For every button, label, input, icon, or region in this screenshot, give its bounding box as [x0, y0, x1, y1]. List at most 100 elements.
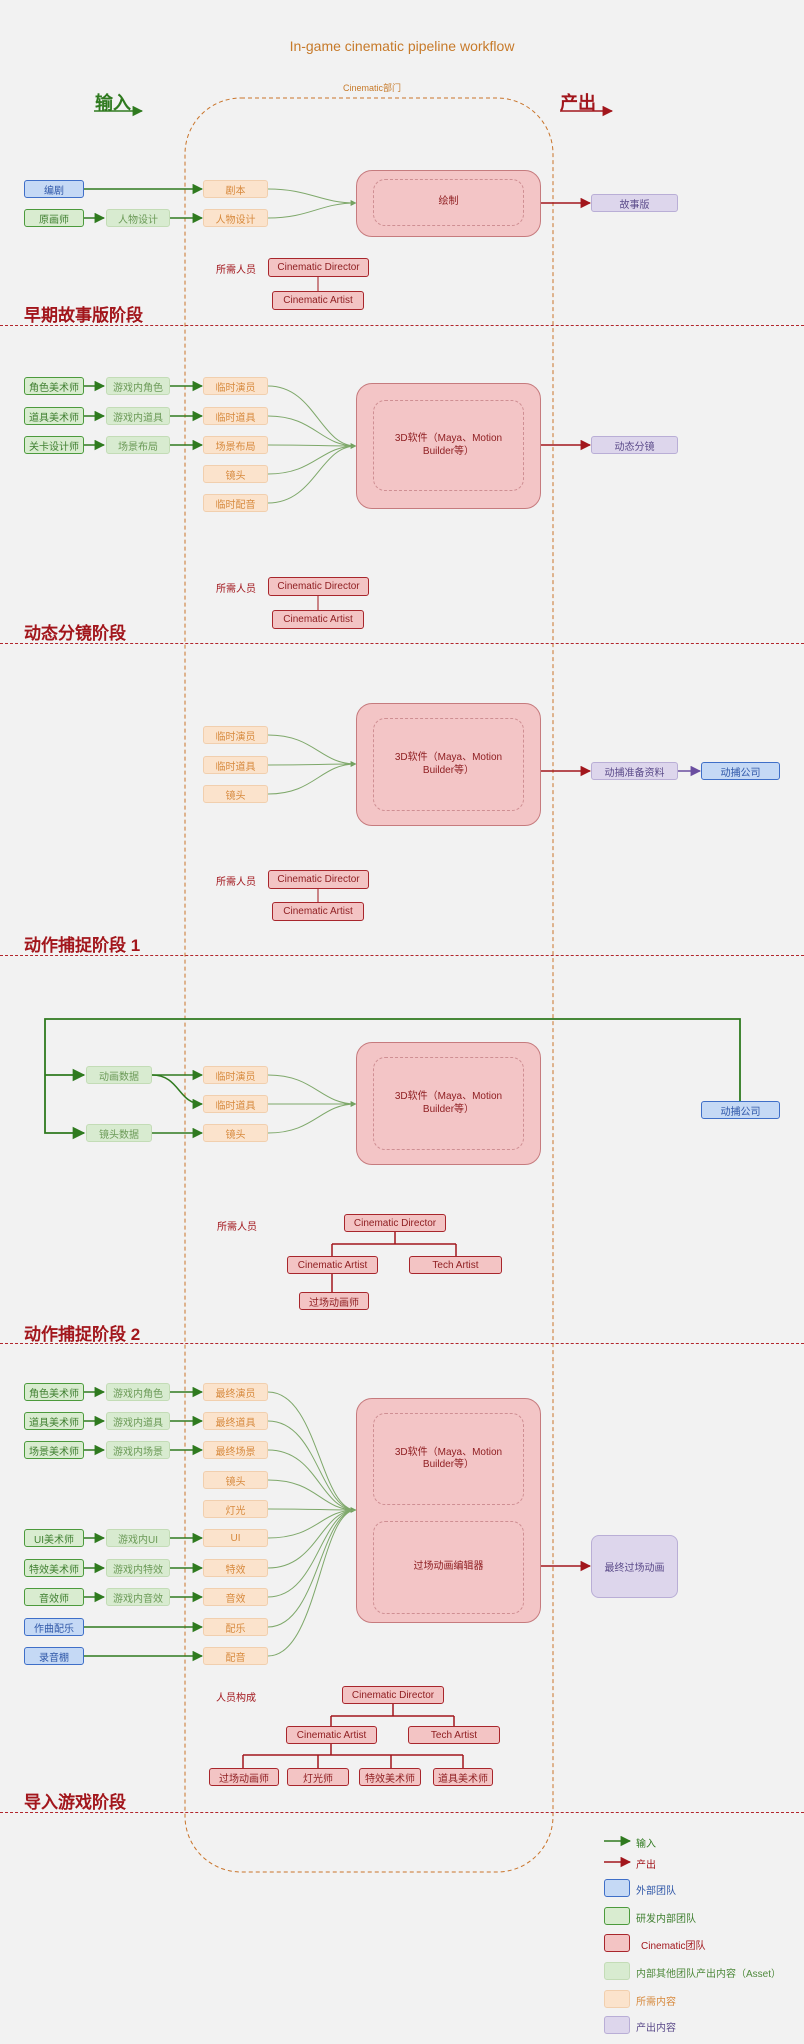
drawing-inner: 绘制: [373, 179, 524, 226]
temp-actor-need: 临时演员: [203, 726, 268, 744]
stage-divider: [0, 643, 804, 644]
cinematic-artist-box: Cinematic Artist: [272, 291, 364, 310]
cinematic-artist-box: Cinematic Artist: [272, 902, 364, 921]
temp-actor-need: 临时演员: [203, 1066, 268, 1084]
input-header-label: 输入: [95, 93, 131, 113]
sound-designer-box: 音效师: [24, 1588, 84, 1606]
temp-actor-need: 临时演员: [203, 377, 268, 395]
staff-composition-label: 人员构成: [216, 1693, 256, 1704]
page-title: In-game cinematic pipeline workflow: [289, 38, 515, 54]
3d-software-box: 3D软件（Maya、Motion Builder等）: [356, 703, 541, 826]
cinematic-artist-box: Cinematic Artist: [272, 610, 364, 629]
prop-artist-box: 道具美术师: [24, 1412, 84, 1430]
character-artist-box: 角色美术师: [24, 377, 84, 395]
ingame-vfx-asset: 游戏内特效: [106, 1559, 170, 1577]
sfx-need: 音效: [203, 1588, 268, 1606]
temp-voice-need: 临时配音: [203, 494, 268, 512]
lighting-artist-box: 灯光师: [287, 1768, 349, 1786]
script-need: 剧本: [203, 180, 268, 198]
camera-data-asset: 镜头数据: [86, 1124, 152, 1142]
storyboard-output: 故事版: [591, 194, 678, 212]
level-designer-box: 关卡设计师: [24, 436, 84, 454]
temp-prop-need: 临时道具: [203, 1095, 268, 1113]
temp-prop-need: 临时道具: [203, 407, 268, 425]
cinematic-artist-box: Cinematic Artist: [287, 1256, 378, 1274]
camera-need: 镜头: [203, 1471, 268, 1489]
legend-internal: 研发内部团队: [636, 1914, 696, 1925]
output-header-label: 产出: [560, 93, 596, 113]
legend-asset-swatch: [604, 1962, 630, 1980]
cinematic-dept-boundary: [184, 97, 554, 1873]
writer-box: 编剧: [24, 180, 84, 198]
cutscene-animator-box: 过场动画师: [209, 1768, 279, 1786]
ingame-character-asset: 游戏内角色: [106, 1383, 170, 1401]
ingame-sfx-asset: 游戏内音效: [106, 1588, 170, 1606]
ingame-ui-asset: 游戏内UI: [106, 1529, 170, 1547]
cinematic-director-box: Cinematic Director: [342, 1686, 444, 1704]
stage-divider: [0, 955, 804, 956]
voice-need: 配音: [203, 1647, 268, 1665]
animation-data-asset: 动画数据: [86, 1066, 152, 1084]
char-design-asset: 人物设计: [106, 209, 170, 227]
scene-layout-need: 场景布局: [203, 436, 268, 454]
vfx-need: 特效: [203, 1559, 268, 1577]
final-prop-need: 最终道具: [203, 1412, 268, 1430]
legend-cinematic: Cinematic团队: [641, 1941, 706, 1952]
stage-title: 动态分镜阶段: [24, 624, 126, 643]
legend-input: 输入: [636, 1839, 656, 1850]
3d-software-inner: 3D软件（Maya、Motion Builder等）: [373, 718, 524, 811]
required-staff-label: 所需人员: [216, 877, 256, 888]
legend-external: 外部团队: [636, 1886, 676, 1897]
ingame-prop-asset: 游戏内道具: [106, 407, 170, 425]
cutscene-animator-box: 过场动画师: [299, 1292, 369, 1310]
tech-artist-box: Tech Artist: [409, 1256, 502, 1274]
mocap-company-box: 动捕公司: [701, 1101, 780, 1119]
ui-need: UI: [203, 1529, 268, 1547]
animatic-output: 动态分镜: [591, 436, 678, 454]
music-need: 配乐: [203, 1618, 268, 1636]
3d-software-box: 3D软件（Maya、Motion Builder等）: [356, 383, 541, 509]
legend-cinematic-swatch: [604, 1934, 630, 1952]
ingame-prop-asset: 游戏内道具: [106, 1412, 170, 1430]
stage-title: 动作捕捉阶段 2: [24, 1325, 141, 1344]
stage-divider: [0, 1343, 804, 1344]
cinematic-director-box: Cinematic Director: [268, 870, 369, 889]
mocap-company-box: 动捕公司: [701, 762, 780, 780]
3d-software-box: 3D软件（Maya、Motion Builder等）: [356, 1042, 541, 1165]
vfx-artist-box: 特效美术师: [24, 1559, 84, 1577]
3d-software-editor-box: 3D软件（Maya、Motion Builder等） 过场动画编辑器: [356, 1398, 541, 1623]
stage-title: 早期故事版阶段: [24, 306, 143, 325]
camera-need: 镜头: [203, 465, 268, 483]
legend-output: 产出: [636, 1860, 656, 1871]
temp-prop-need: 临时道具: [203, 756, 268, 774]
cinematic-director-box: Cinematic Director: [344, 1214, 446, 1232]
legend-product-swatch: [604, 2016, 630, 2034]
prop-artist-box: 道具美术师: [24, 407, 84, 425]
ingame-character-asset: 游戏内角色: [106, 377, 170, 395]
ui-artist-box: UI美术师: [24, 1529, 84, 1547]
3d-software-inner: 3D软件（Maya、Motion Builder等）: [373, 400, 524, 491]
concept-artist-box: 原画师: [24, 209, 84, 227]
final-actor-need: 最终演员: [203, 1383, 268, 1401]
cinematic-artist-box: Cinematic Artist: [286, 1726, 377, 1744]
final-scene-need: 最终场景: [203, 1441, 268, 1459]
required-staff-label: 所需人员: [217, 1222, 257, 1233]
mocap-prep-output: 动捕准备资料: [591, 762, 678, 780]
cinematic-director-box: Cinematic Director: [268, 577, 369, 596]
required-staff-label: 所需人员: [216, 265, 256, 276]
legend-asset: 内部其他团队产出内容（Asset）: [636, 1969, 782, 1980]
legend-product: 产出内容: [636, 2023, 676, 2034]
stage-title: 动作捕捉阶段 1: [24, 936, 141, 955]
stage-divider: [0, 325, 804, 326]
camera-need: 镜头: [203, 785, 268, 803]
final-cutscene-output: 最终过场动画: [591, 1535, 678, 1598]
required-staff-label: 所需人员: [216, 584, 256, 595]
scene-artist-box: 场景美术师: [24, 1441, 84, 1459]
character-artist-box: 角色美术师: [24, 1383, 84, 1401]
vfx-artist-box: 特效美术师: [359, 1768, 421, 1786]
ingame-scene-asset: 游戏内场景: [106, 1441, 170, 1459]
composer-box: 作曲配乐: [24, 1618, 84, 1636]
legend-need: 所需内容: [636, 1997, 676, 2008]
scene-layout-asset: 场景布局: [106, 436, 170, 454]
